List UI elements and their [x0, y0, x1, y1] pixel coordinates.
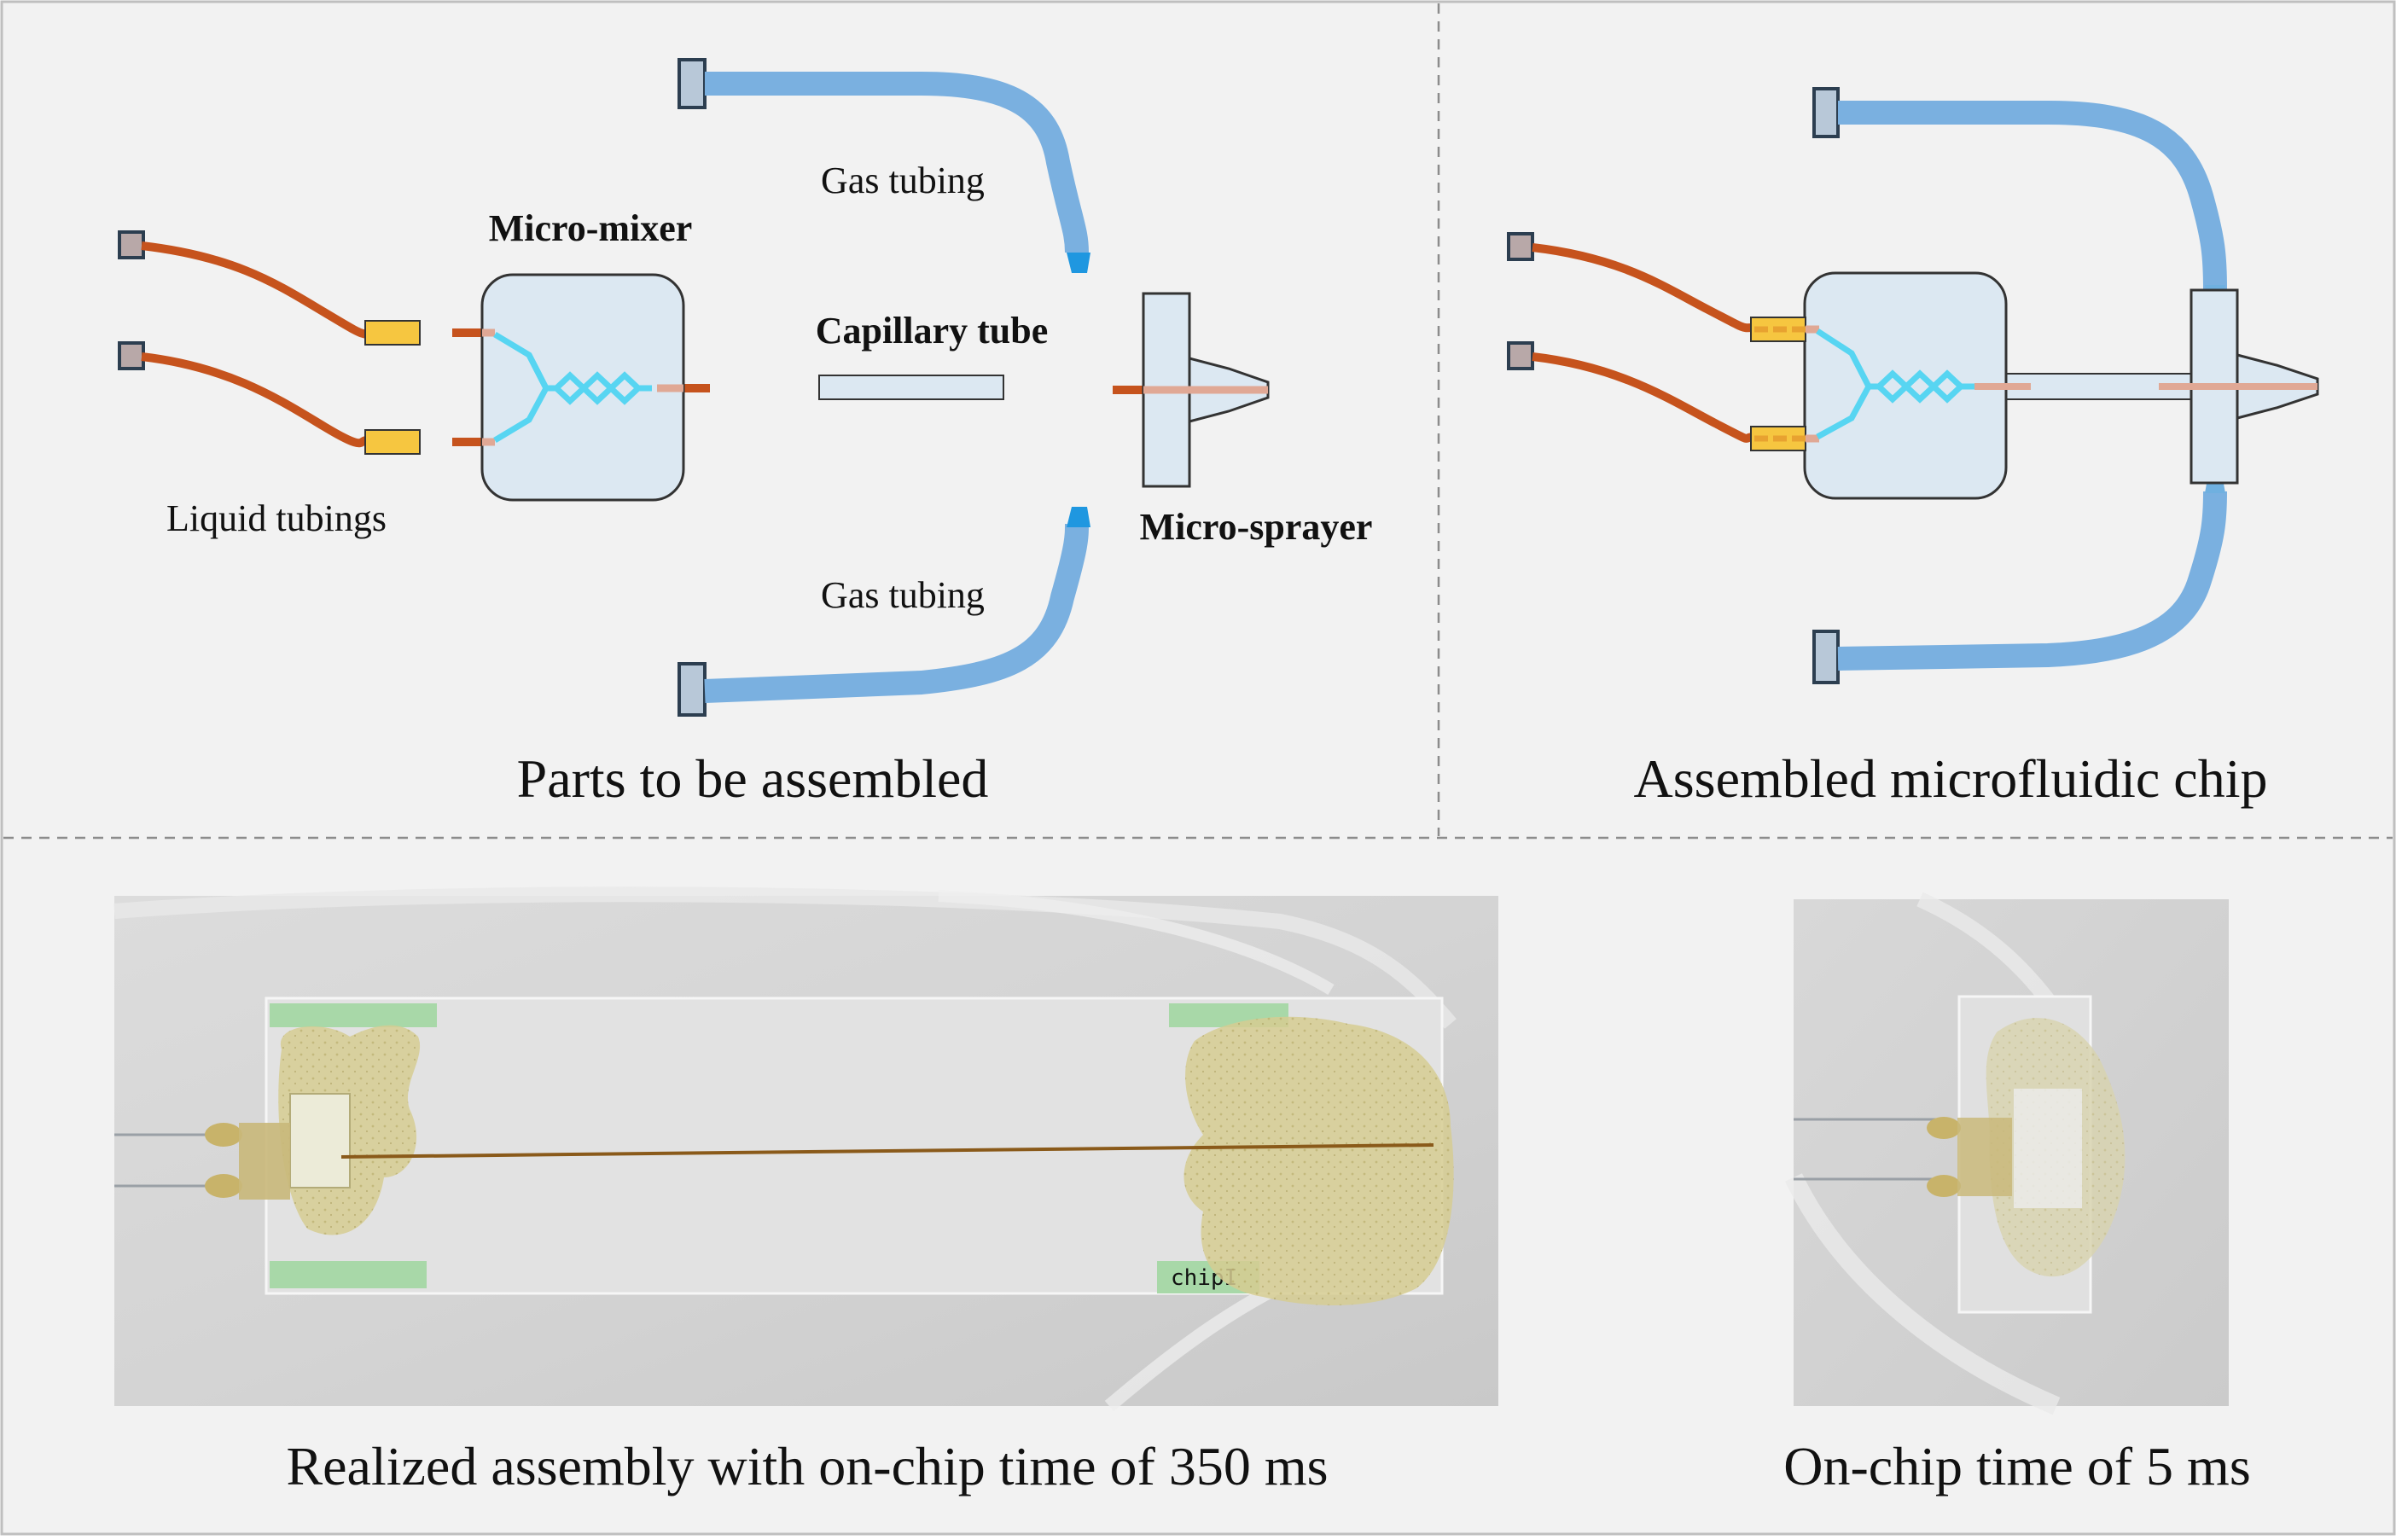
gas-nozzle	[1067, 507, 1090, 527]
capillary-tube-label: Capillary tube	[816, 310, 1049, 352]
panel-photo-350: chipI Realized assembly with on-chip tim…	[113, 886, 1498, 1496]
gas-nozzle	[1067, 253, 1090, 273]
mixer-block	[2014, 1089, 2082, 1208]
photo-tube	[938, 890, 1335, 996]
micro-sprayer: Micro-sprayer	[1113, 292, 1373, 548]
liquid-tubing-bottom	[118, 341, 421, 455]
assembled-sprayer	[2159, 288, 2319, 485]
panel-assembled: Assembled microfluidic chip	[1507, 87, 2319, 809]
inlet-connector	[205, 1123, 242, 1147]
tubing-plug	[1812, 630, 1840, 684]
tubing-plug	[678, 58, 707, 109]
inlet-connector	[205, 1174, 242, 1198]
capillary-tube: Capillary tube	[816, 310, 1049, 400]
capillary-body	[818, 375, 1004, 400]
tubing-line	[1532, 352, 1755, 443]
tubing-line	[704, 523, 1089, 703]
tubing-plug	[1812, 87, 1840, 138]
liquid-tubings-label: Liquid tubings	[166, 497, 387, 539]
mixer-block	[289, 1093, 351, 1188]
inlet-glue	[239, 1123, 290, 1200]
tubing-plug	[118, 230, 145, 259]
assembled-mixer	[1750, 271, 2031, 500]
micro-sprayer-label: Micro-sprayer	[1140, 506, 1373, 548]
gas-tubing-bottom-label: Gas tubing	[821, 574, 985, 616]
tubing-connector	[364, 429, 421, 455]
tubing-line	[1838, 101, 2227, 291]
capillary-line	[340, 1143, 1434, 1159]
inlet-glue	[1957, 1118, 2012, 1196]
tubing-plug	[678, 662, 707, 717]
assembled-liquid-tubing-bottom	[1507, 341, 1755, 443]
tubing-line	[141, 352, 368, 448]
tubing-plug	[1507, 341, 1534, 370]
tubing-line	[705, 72, 1089, 253]
gas-tubing-bottom: Gas tubing	[678, 507, 1090, 717]
assembled-liquid-tubing-top	[1507, 232, 1755, 333]
tubing-connector	[364, 320, 421, 346]
photo-tube	[1785, 1173, 2061, 1415]
tubing-line	[141, 241, 368, 339]
gas-tubing-top: Gas tubing	[678, 58, 1090, 273]
tubing-plug	[118, 341, 145, 370]
tubing-line	[1532, 243, 1755, 333]
inlet-connector	[1927, 1175, 1961, 1197]
micro-mixer: Micro-mixer	[452, 207, 710, 502]
inlet-connector	[1927, 1117, 1961, 1139]
green-tape	[270, 1003, 437, 1027]
mixer-channel	[1816, 328, 1974, 440]
panel-photo-5: On-chip time of 5 ms	[1783, 892, 2251, 1496]
mixer-channel	[493, 331, 652, 444]
gas-tubing-top-label: Gas tubing	[821, 160, 985, 201]
photo-350-caption: Realized assembly with on-chip time of 3…	[286, 1436, 1328, 1496]
tubing-plug	[1507, 232, 1534, 261]
green-tape	[270, 1261, 427, 1288]
tubing-line	[1837, 491, 2227, 671]
assembled-caption: Assembled microfluidic chip	[1634, 748, 2268, 809]
glue-texture	[1183, 1016, 1454, 1305]
photo-5-caption: On-chip time of 5 ms	[1783, 1436, 2250, 1496]
panel-parts: Micro-mixer Capillary tube Gas tubing Ga…	[118, 58, 1373, 809]
micro-mixer-label: Micro-mixer	[489, 207, 693, 249]
liquid-tubing-top	[118, 230, 421, 346]
parts-caption: Parts to be assembled	[517, 748, 989, 809]
